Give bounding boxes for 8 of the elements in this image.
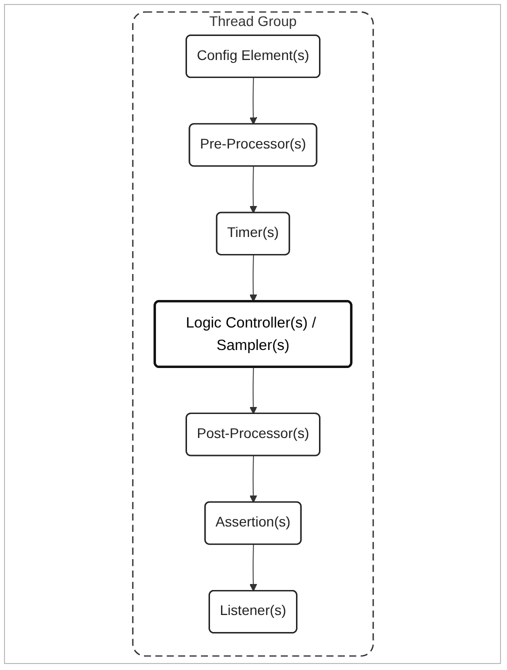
- arrow: [248, 544, 257, 592]
- arrow: [248, 254, 257, 302]
- cluster: [132, 11, 374, 657]
- arrow: [248, 77, 257, 125]
- arrow: [248, 456, 257, 503]
- page-border: Thread Group Config Element(s) Pre-Processor(s) Timer(s) Logic Controller(s) / Sampler(s) Post-Processor(s) Assertion(s) Listener(s): [4, 4, 501, 664]
- arrow: [248, 166, 257, 214]
- arrow: [248, 366, 257, 414]
